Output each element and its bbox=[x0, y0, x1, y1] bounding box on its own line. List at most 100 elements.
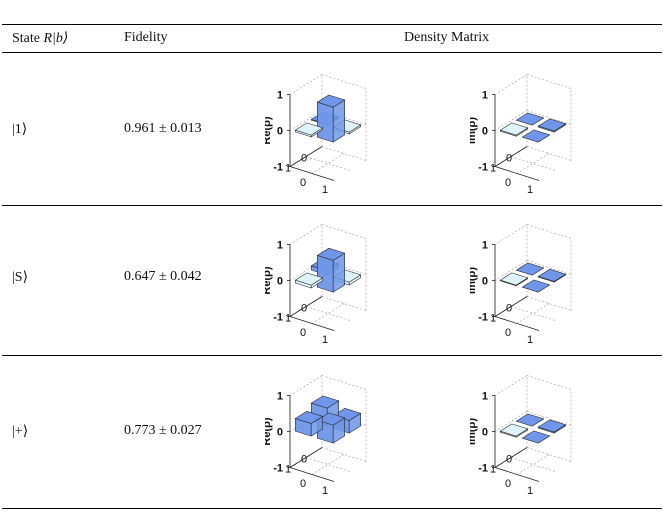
bar-top-face bbox=[537, 419, 567, 433]
bar bbox=[499, 122, 529, 137]
x-tick-label: 0 bbox=[505, 327, 511, 339]
z-tick-label: 1 bbox=[277, 391, 283, 403]
bar-top-face bbox=[521, 129, 551, 143]
z-tick-label: -1 bbox=[273, 162, 283, 174]
z-tick-label: 1 bbox=[482, 240, 488, 252]
z-tick-label: -1 bbox=[273, 463, 283, 475]
row-1-fidelity: 0.961 ± 0.013 bbox=[124, 121, 202, 136]
z-tick-label: 1 bbox=[482, 90, 488, 102]
im-axis-label: Im(ρ) bbox=[470, 117, 478, 144]
y-axis bbox=[289, 447, 323, 468]
y-axis bbox=[289, 146, 323, 167]
table-bottom-rule bbox=[2, 508, 662, 510]
z-tick-label: -1 bbox=[273, 312, 283, 324]
row-2-state: |S⟩ bbox=[12, 270, 29, 285]
floor-grid bbox=[510, 306, 556, 321]
bar-top-face bbox=[515, 413, 545, 427]
bar-top-face bbox=[294, 410, 324, 424]
z-tick-label: 0 bbox=[482, 126, 488, 138]
x-axis bbox=[494, 166, 540, 181]
x-tick-label: 1 bbox=[322, 334, 328, 346]
bar bbox=[537, 118, 567, 133]
bar-top-face bbox=[537, 268, 567, 282]
bar-top-face bbox=[515, 262, 545, 276]
floor-grid bbox=[305, 156, 351, 171]
top-edge bbox=[321, 74, 367, 89]
top-edge bbox=[494, 375, 528, 396]
bar bbox=[537, 268, 567, 283]
z-tick-label: 0 bbox=[277, 126, 283, 138]
floor-grid bbox=[311, 454, 345, 475]
bar-top-face bbox=[521, 430, 551, 444]
x-tick-label: 0 bbox=[505, 478, 511, 490]
table-top-rule bbox=[2, 24, 662, 26]
table-header-rule bbox=[2, 52, 662, 53]
bar-top-face bbox=[316, 247, 346, 261]
bar bbox=[537, 419, 567, 434]
header-state-math: R|b⟩ bbox=[43, 31, 69, 46]
row-3-state: |+⟩ bbox=[12, 424, 29, 439]
y-axis bbox=[494, 146, 528, 167]
y-tick-label: 0 bbox=[301, 153, 307, 165]
z-tick-label: 0 bbox=[482, 276, 488, 288]
bar-top-face bbox=[499, 423, 529, 437]
x-tick-label: 0 bbox=[300, 177, 306, 189]
row-3-fidelity: 0.773 ± 0.027 bbox=[124, 423, 202, 438]
y-axis bbox=[289, 296, 323, 317]
x-axis bbox=[494, 467, 540, 482]
y-tick-label: 1 bbox=[490, 464, 496, 476]
bar bbox=[521, 279, 551, 293]
bar-top-face bbox=[310, 395, 340, 409]
z-tick-label: 1 bbox=[277, 90, 283, 102]
y-tick-label: 1 bbox=[490, 313, 496, 325]
y-tick-label: 1 bbox=[285, 163, 291, 175]
y-tick-label: 0 bbox=[506, 454, 512, 466]
bar bbox=[521, 129, 551, 143]
im-axis-label: Im(ρ) bbox=[470, 418, 478, 445]
top-edge bbox=[494, 224, 528, 245]
top-edge bbox=[321, 224, 367, 239]
floor-grid bbox=[510, 156, 556, 171]
bar-front-face bbox=[316, 254, 334, 293]
row-2-fidelity: 0.647 ± 0.042 bbox=[124, 269, 202, 284]
bar-front-face bbox=[316, 101, 334, 143]
z-tick-label: 1 bbox=[277, 240, 283, 252]
top-edge bbox=[289, 375, 323, 396]
x-tick-label: 1 bbox=[527, 485, 533, 497]
x-tick-label: 1 bbox=[322, 184, 328, 196]
y-axis bbox=[494, 296, 528, 317]
y-tick-label: 1 bbox=[285, 464, 291, 476]
header-fidelity: Fidelity bbox=[124, 30, 168, 45]
y-tick-label: 1 bbox=[490, 163, 496, 175]
x-axis bbox=[494, 316, 540, 331]
y-tick-label: 0 bbox=[506, 153, 512, 165]
bar bbox=[316, 94, 346, 143]
z-tick-label: -1 bbox=[478, 162, 488, 174]
bar-top-face bbox=[499, 122, 529, 136]
header-density-matrix: Density Matrix bbox=[404, 30, 490, 45]
bar-top-face bbox=[294, 122, 324, 136]
header-state-text: State bbox=[12, 31, 44, 46]
bar-top-face bbox=[316, 94, 346, 108]
re-axis-label: Re(ρ) bbox=[265, 266, 273, 295]
top-edge bbox=[526, 375, 572, 390]
x-tick-label: 0 bbox=[505, 177, 511, 189]
row-1-state: |1⟩ bbox=[12, 122, 28, 137]
x-axis bbox=[289, 166, 335, 181]
y-tick-label: 0 bbox=[301, 454, 307, 466]
header-state: State R|b⟩ bbox=[12, 30, 68, 47]
x-tick-label: 0 bbox=[300, 478, 306, 490]
floor-grid bbox=[311, 303, 345, 324]
y-tick-label: 1 bbox=[285, 313, 291, 325]
y-tick-label: 0 bbox=[301, 303, 307, 315]
x-tick-label: 1 bbox=[527, 334, 533, 346]
